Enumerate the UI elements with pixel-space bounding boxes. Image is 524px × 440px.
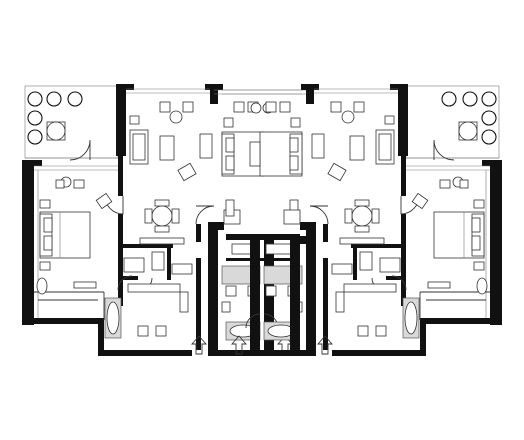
bathroom-fixtures [104, 251, 193, 339]
center-walls [290, 234, 310, 356]
dining-pair [159, 101, 194, 124]
left-suite [22, 84, 310, 356]
terrace-table [46, 121, 66, 141]
terrace [24, 85, 119, 159]
dining-table [144, 199, 180, 233]
bedroom-furniture [36, 176, 113, 295]
window-lines [34, 88, 210, 320]
living-room-furniture [129, 101, 213, 245]
right-suite [213, 83, 503, 357]
planter-row [27, 91, 83, 145]
